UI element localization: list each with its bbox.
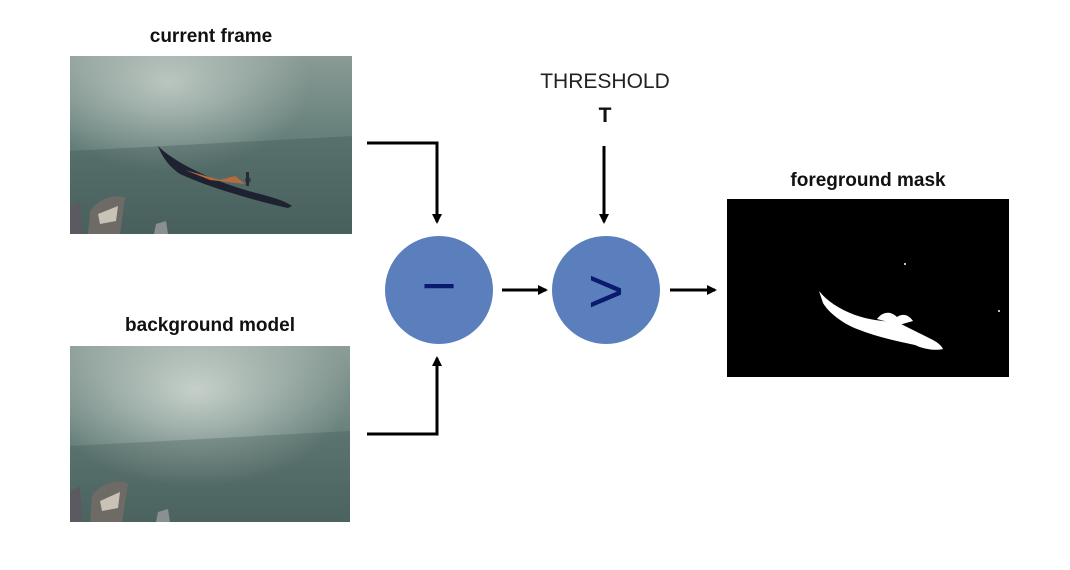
compare-symbol: > [588,257,624,326]
arrow-background-to-subtract [367,358,437,434]
arrow-current-to-subtract [367,143,437,222]
subtract-symbol: − [421,252,456,319]
